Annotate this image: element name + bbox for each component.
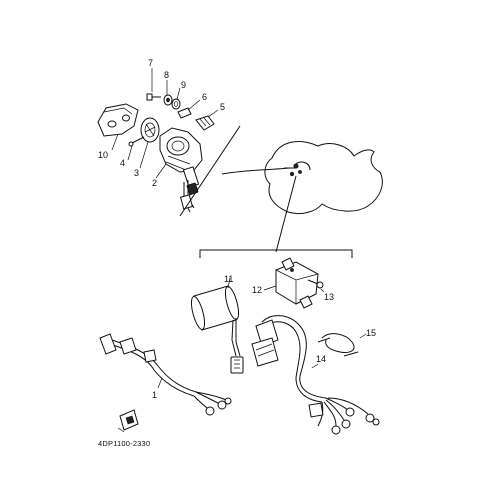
- main-switch-body: [159, 127, 203, 213]
- callout-7: 7: [148, 58, 153, 68]
- location-silhouette: [221, 141, 383, 253]
- washer: [171, 98, 181, 110]
- lower-bracket-line: [199, 249, 353, 258]
- callout-6: 6: [202, 92, 207, 102]
- mounting-bracket: [97, 103, 139, 137]
- callout-8: 8: [164, 70, 169, 80]
- screw-small: [128, 136, 145, 147]
- callout-5: 5: [220, 102, 225, 112]
- callout-12: 12: [252, 285, 262, 295]
- main-wire-harness: [99, 333, 232, 416]
- callout-4: 4: [120, 158, 125, 168]
- upper-leader-lines: [111, 68, 219, 179]
- pin: [177, 107, 192, 119]
- manual-reference-icon: [117, 409, 139, 433]
- bolt: [146, 93, 161, 101]
- regulator-screw: [307, 279, 324, 289]
- callout-13: 13: [324, 292, 334, 302]
- callout-15: 15: [366, 328, 376, 338]
- wire-band: [317, 333, 367, 357]
- switch-collar: [140, 117, 160, 143]
- spring: [195, 115, 215, 131]
- callout-10: 10: [98, 150, 108, 160]
- sub-wire-harness: [251, 315, 380, 435]
- diagram-part-code: 4DP1100-2330: [98, 439, 150, 448]
- callout-11: 11: [224, 274, 233, 284]
- nut: [163, 94, 173, 106]
- callout-14: 14: [316, 354, 326, 364]
- callout-3: 3: [134, 168, 139, 178]
- callout-labels: 1 2 3 4 5 6 7 8 9 10 11 12 13 14 15: [98, 58, 376, 400]
- condenser: [190, 277, 244, 374]
- callout-1: 1: [152, 390, 157, 400]
- regulator: [275, 257, 319, 309]
- frame-divider: [179, 125, 241, 217]
- callout-2: 2: [152, 178, 157, 188]
- callout-9: 9: [181, 80, 186, 90]
- ignition-switch-group: [97, 68, 241, 217]
